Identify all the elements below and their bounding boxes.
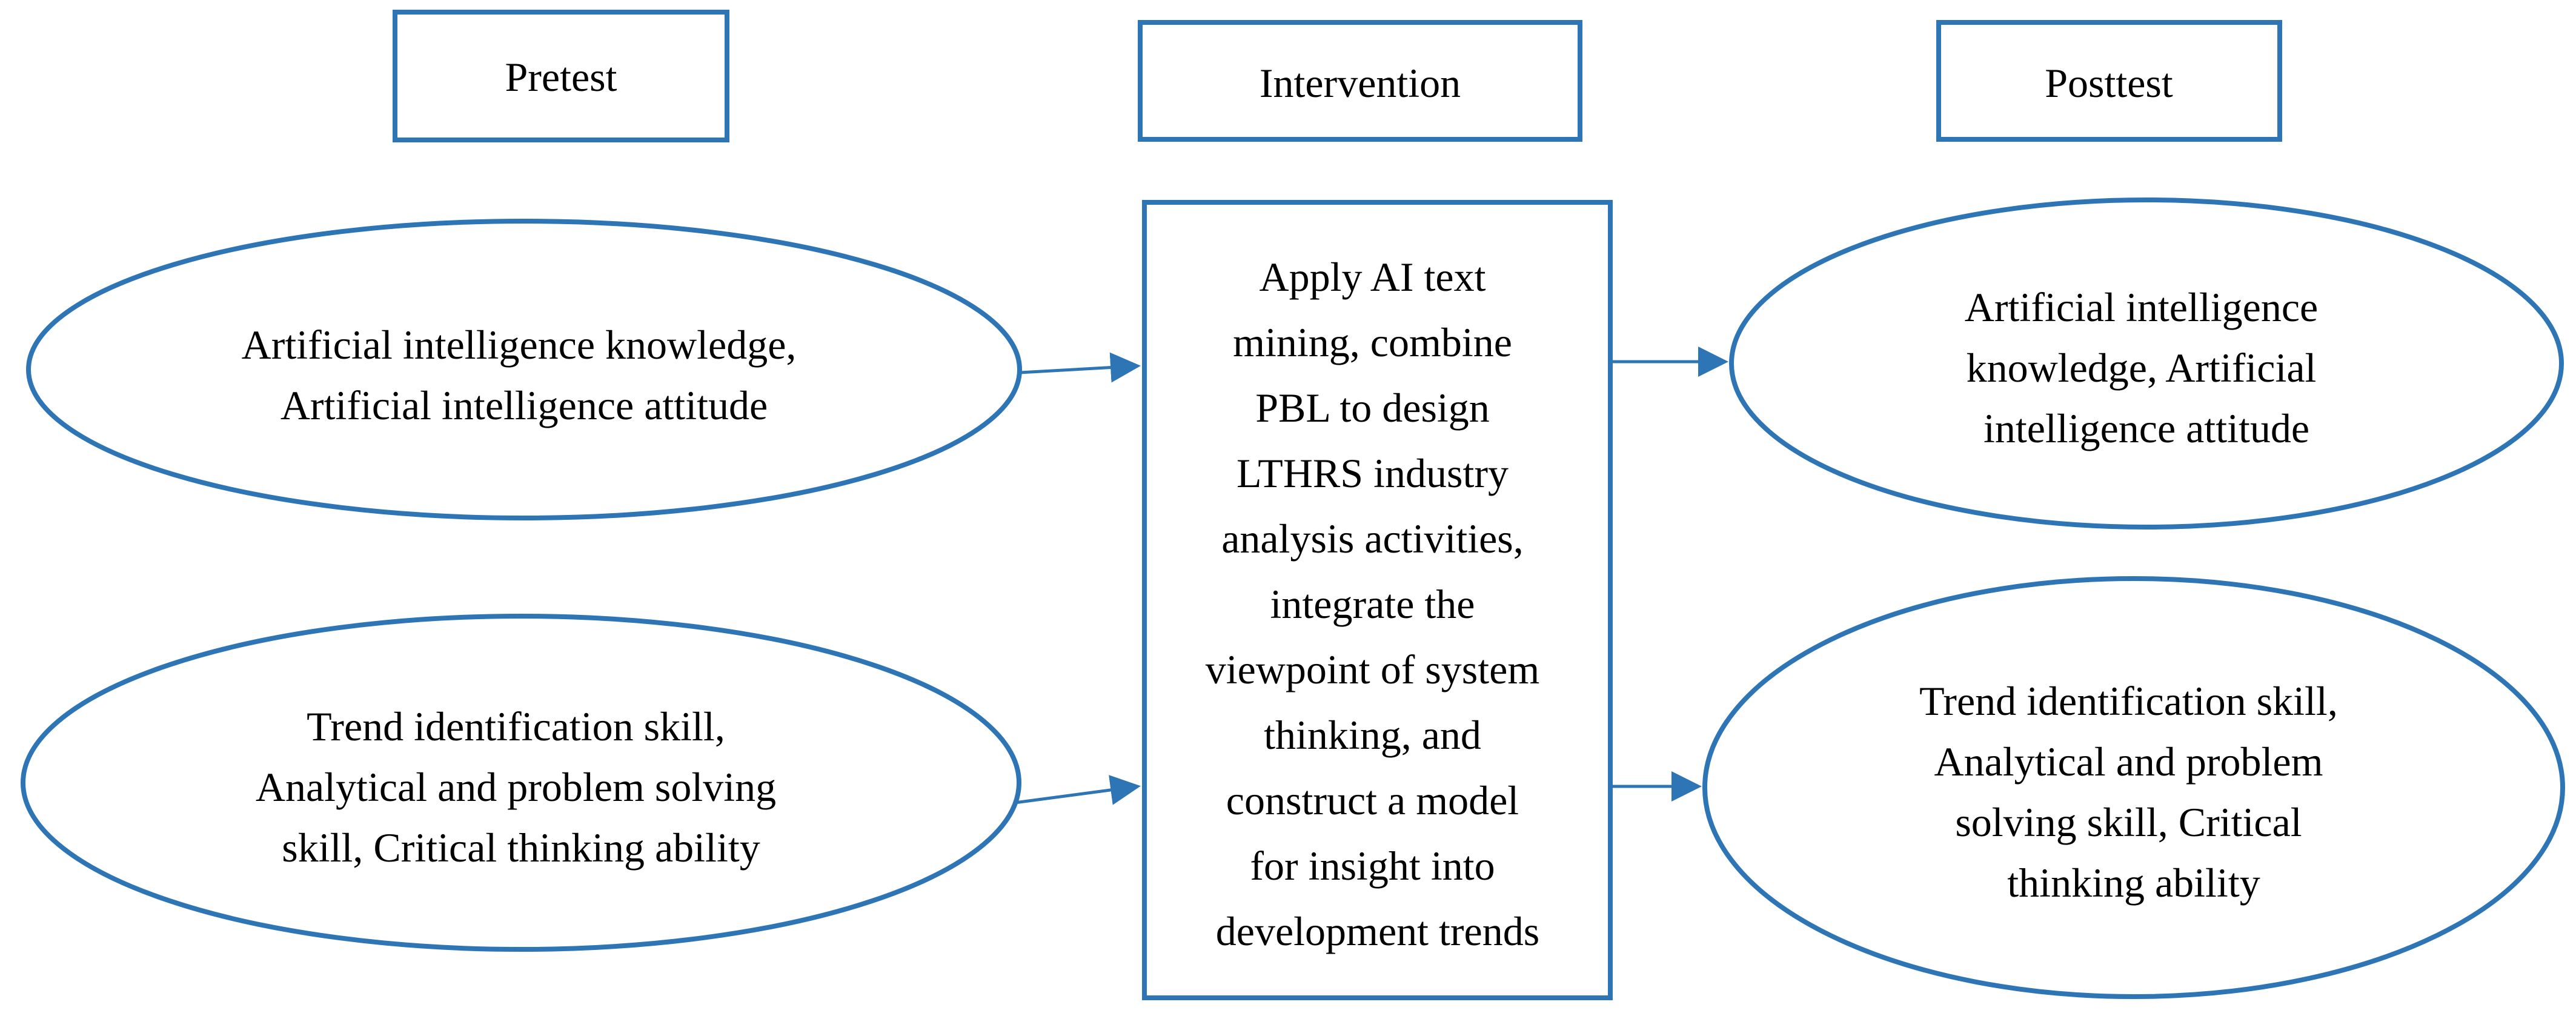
intervention-activity-node: Apply AI text mining, combine PBL to des… (1142, 200, 1613, 1000)
node-text-line: solving skill, Critical (1955, 799, 2302, 845)
node-text-line: Trend identification skill, (307, 703, 725, 749)
node-text-line: Analytical and problem (1934, 739, 2323, 785)
node-text-line: LTHRS industry (1237, 450, 1509, 496)
node-text-line: construct a model (1226, 777, 1519, 823)
arrow-pretest-top-to-intervention (1019, 352, 1141, 383)
posttest-skills-node: Trend identification skill, Analytical a… (1702, 576, 2565, 999)
node-text-line: Artificial intelligence attitude (281, 382, 768, 428)
node-text-line: mining, combine (1233, 319, 1512, 365)
node-text-line: analysis activities, (1221, 516, 1524, 562)
node-text: Trend identification skill, Analytical a… (1919, 678, 2348, 906)
node-text-line: Apply AI text (1260, 254, 1486, 300)
node-text-line: integrate the (1270, 581, 1475, 627)
node-text-line: thinking, and (1264, 712, 1481, 758)
phase-label-posttest: Posttest (2045, 60, 2173, 106)
node-text: Artificial intelligence knowledge, Artif… (242, 322, 807, 428)
node-text-line: for insight into (1250, 843, 1495, 889)
arrow-pretest-bottom-to-intervention (1014, 775, 1141, 805)
node-text: Apply AI text mining, combine PBL to des… (1206, 254, 1550, 954)
node-text-line: PBL to design (1255, 385, 1490, 431)
node-text: Artificial intelligence knowledge, Artif… (1965, 284, 2328, 451)
node-text-line: Analytical and problem solving (256, 764, 776, 810)
node-text-line: Artificial intelligence (1965, 284, 2318, 330)
node-text-line: knowledge, Artificial (1967, 345, 2317, 391)
posttest-ai-knowledge-attitude-node: Artificial intelligence knowledge, Artif… (1729, 198, 2564, 530)
pretest-skills-node: Trend identification skill, Analytical a… (21, 614, 1021, 952)
node-text-line: Trend identification skill, (1919, 678, 2338, 724)
phase-label-intervention: Intervention (1260, 60, 1461, 106)
phase-header-intervention: Intervention (1138, 20, 1582, 142)
node-text: Trend identification skill, Analytical a… (256, 703, 786, 871)
node-text-line: viewpoint of system (1206, 646, 1540, 692)
node-text-line: development trends (1216, 908, 1539, 954)
node-text-line: thinking ability (2007, 860, 2260, 906)
node-text-line: skill, Critical thinking ability (282, 825, 760, 871)
pretest-ai-knowledge-attitude-node: Artificial intelligence knowledge, Artif… (26, 219, 1022, 520)
phase-header-posttest: Posttest (1936, 20, 2282, 142)
phase-header-pretest: Pretest (393, 10, 729, 142)
node-text-line: intelligence attitude (1983, 405, 2309, 451)
node-text-line: Artificial intelligence knowledge, (242, 322, 797, 368)
phase-label-pretest: Pretest (505, 54, 617, 100)
